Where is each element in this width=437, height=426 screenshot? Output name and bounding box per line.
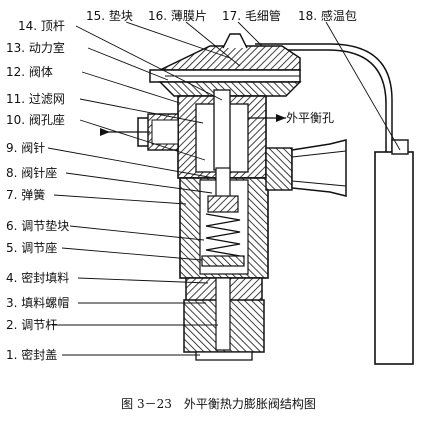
label-7: 7. 弹簧 [6, 188, 46, 202]
label-1: 1. 密封盖 [6, 348, 58, 362]
label-18: 18. 感温包 [298, 9, 357, 23]
label-12: 12. 阀体 [6, 65, 53, 79]
needle-assembly [207, 167, 239, 213]
label-10: 10. 阀孔座 [6, 113, 65, 127]
label-8: 8. 阀针座 [6, 166, 58, 180]
label-6: 6. 调节垫块 [6, 219, 70, 233]
inlet-pipe [100, 113, 179, 151]
label-3: 3. 填料螺帽 [6, 296, 70, 310]
adjust-assembly [183, 277, 265, 361]
outlet-pipe [265, 139, 347, 197]
equalizer-port [248, 114, 286, 122]
label-11: 11. 过滤网 [6, 92, 65, 106]
label-14: 14. 顶杆 [18, 19, 65, 33]
label-2: 2. 调节杆 [6, 318, 58, 332]
adjust-pad [201, 255, 245, 267]
label-15: 15. 垫块 [86, 9, 133, 23]
label-5: 5. 调节座 [6, 241, 58, 255]
spring [205, 213, 241, 257]
label-equalizer-hole: 外平衡孔 [286, 111, 335, 125]
leader-lines [47, 21, 401, 356]
capillary-tube [255, 43, 393, 152]
label-13: 13. 动力室 [6, 41, 65, 55]
label-16: 16. 薄膜片 [148, 9, 207, 23]
figure-caption: 图 3－23 外平衡热力膨胀阀结构图 [121, 397, 316, 411]
temperature-bulb [374, 139, 414, 365]
label-4: 4. 密封填料 [6, 271, 70, 285]
label-9: 9. 阀针 [6, 141, 46, 155]
label-17: 17. 毛细管 [222, 9, 281, 23]
